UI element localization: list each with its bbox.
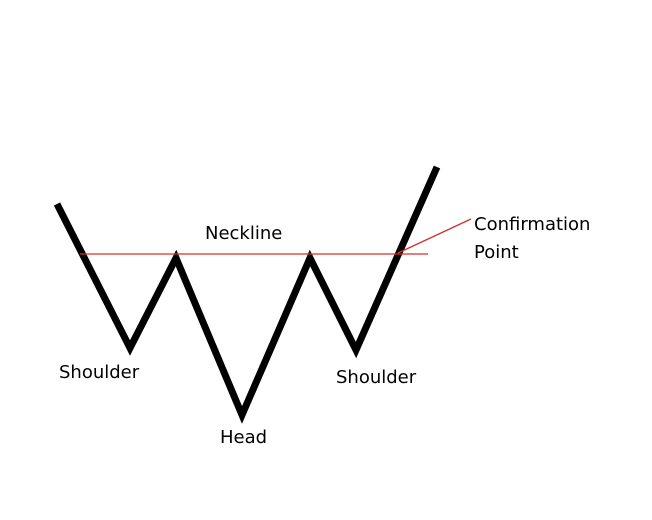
right-shoulder-label: Shoulder <box>336 367 417 388</box>
neckline-label: Neckline <box>205 223 283 244</box>
left-shoulder-label: Shoulder <box>59 362 140 383</box>
confirmation-label-line2: Point <box>474 242 519 263</box>
head-label: Head <box>220 427 268 448</box>
confirmation-pointer-line <box>397 218 472 254</box>
confirmation-label-line1: Confirmation <box>474 214 591 235</box>
price-line <box>53 165 441 424</box>
